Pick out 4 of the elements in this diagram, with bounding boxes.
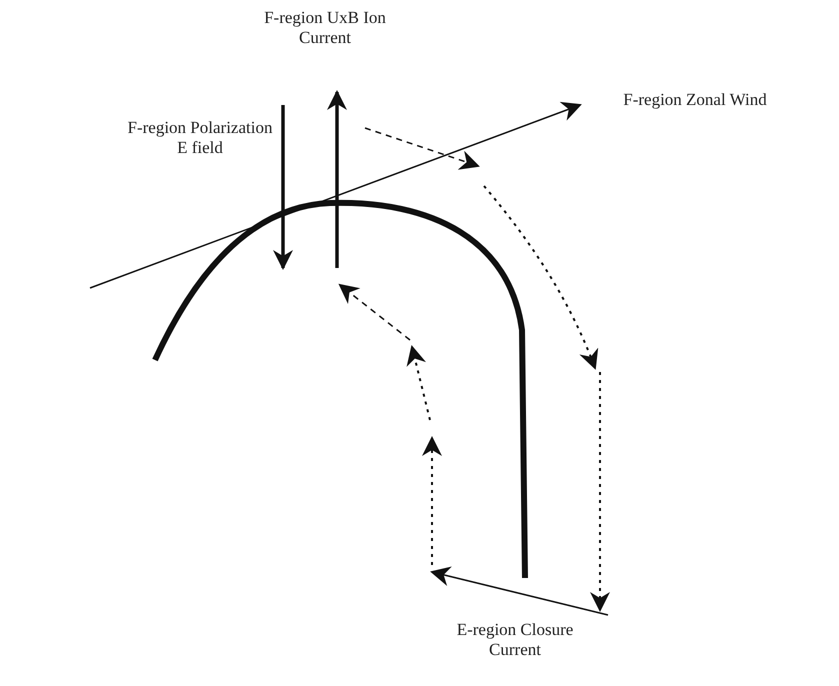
region-label: F-region UxB Ion Current bbox=[263, 8, 387, 48]
region-label: F-region Polarization E field bbox=[126, 118, 274, 158]
region-label: E-region Closure Current bbox=[456, 620, 574, 660]
region-label: F-region Zonal Wind bbox=[622, 90, 768, 110]
